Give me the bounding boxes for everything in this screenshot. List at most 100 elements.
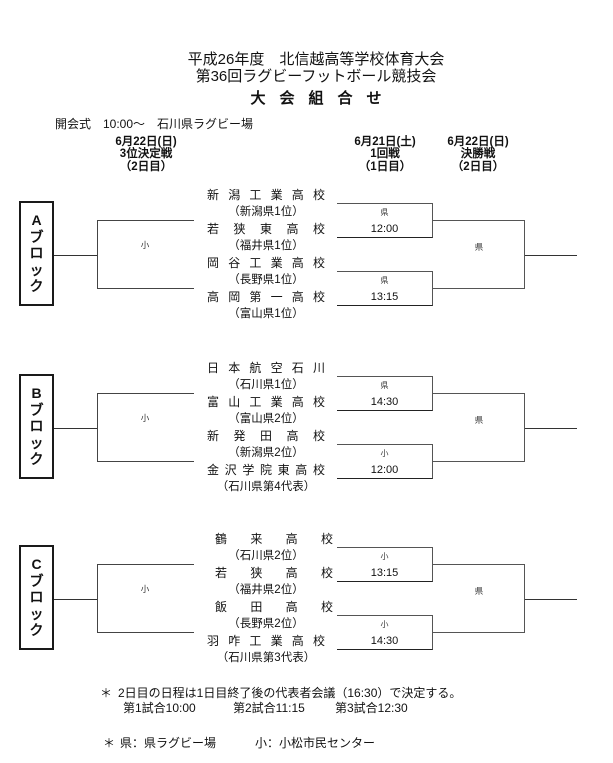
char: 石: [291, 361, 304, 375]
column-day: （2日目）: [119, 161, 173, 173]
char: 業: [270, 395, 283, 409]
team-name: 富山工業高校: [207, 395, 325, 409]
first-round-match-1: 県 14:30: [337, 376, 433, 411]
char: 飯: [215, 600, 228, 614]
char: 田: [259, 429, 272, 443]
char: 羽: [207, 634, 220, 648]
char: ブ: [29, 401, 44, 418]
char: 工: [249, 395, 262, 409]
char: 校: [312, 429, 325, 443]
char: 高: [291, 290, 304, 304]
char: 谷: [228, 256, 241, 270]
title-line-2: 第36回ラグビーフットボール競技会: [195, 68, 437, 85]
team-seed: （長野県2位）: [228, 618, 304, 630]
char: C: [31, 556, 42, 573]
char: 沢: [224, 463, 237, 477]
char: 岡: [207, 256, 220, 270]
venue-legend-ken: 県：県ラグビー場: [120, 736, 217, 750]
char: 高: [291, 395, 304, 409]
team-seed: （福井県1位）: [228, 240, 304, 252]
char: 校: [312, 222, 325, 236]
match-venue: 小: [380, 620, 389, 629]
char: ッ: [29, 434, 44, 451]
char: 空: [270, 361, 283, 375]
char: 来: [250, 532, 263, 546]
column-date: 6月22日(日): [115, 136, 177, 148]
char: ク: [29, 278, 44, 295]
match-venue: 小: [380, 552, 389, 561]
char: 高: [207, 290, 220, 304]
char: 高: [291, 188, 304, 202]
team-seed: （新潟県2位）: [228, 447, 304, 459]
match-time: 12:00: [370, 223, 399, 235]
team-seed: （石川県第3代表）: [216, 652, 316, 664]
column-day: （1日目）: [358, 161, 412, 173]
char: ロ: [29, 245, 44, 262]
char: 山: [228, 395, 241, 409]
final-bracket: [433, 220, 525, 289]
char: 高: [291, 256, 304, 270]
match-venue: 県: [380, 381, 389, 390]
team-name: 日本航空石川: [207, 361, 325, 375]
column-round: 決勝戦: [460, 148, 496, 160]
char: 富: [207, 395, 220, 409]
char: 工: [249, 256, 262, 270]
char: 高: [286, 222, 299, 236]
bracket-line: [54, 255, 97, 256]
team-seed: （富山県2位）: [228, 413, 304, 425]
team-seed: （石川県2位）: [228, 550, 304, 562]
char: 校: [312, 290, 325, 304]
char: ロ: [29, 418, 44, 435]
char: 業: [270, 188, 283, 202]
match-time: 14:30: [370, 635, 399, 647]
char: 新: [207, 429, 220, 443]
char: 狭: [233, 222, 246, 236]
final-venue: 県: [474, 415, 484, 425]
char: 日: [207, 361, 220, 375]
char: 狭: [250, 566, 263, 580]
column-date: 6月22日(日): [447, 136, 509, 148]
char: 本: [228, 361, 241, 375]
match-venue: 小: [380, 449, 389, 458]
char: 岡: [228, 290, 241, 304]
team-name: 高岡第一高校: [207, 290, 325, 304]
team-name: 羽咋工業高校: [207, 634, 325, 648]
first-round-match-1: 県 12:00: [337, 203, 433, 238]
char: 発: [233, 429, 246, 443]
char: 高: [286, 429, 299, 443]
char: 校: [312, 395, 325, 409]
third-place-bracket: [97, 393, 194, 462]
first-round-match-2: 小 14:30: [337, 615, 433, 650]
note-marker: ＊: [100, 686, 113, 700]
team-name: 新潟工業高校: [207, 188, 325, 202]
match-time: 13:15: [370, 291, 399, 303]
match-venue: 県: [380, 208, 389, 217]
final-venue: 県: [474, 242, 484, 252]
team-seed: （長野県1位）: [228, 274, 304, 286]
team-seed: （福井県2位）: [228, 584, 304, 596]
schedule-note: 2日目の日程は1日目終了後の代表者会議（16:30）で決定する。: [118, 686, 462, 700]
char: 高: [285, 600, 298, 614]
char: 高: [291, 634, 304, 648]
char: ッ: [29, 605, 44, 622]
char: 校: [320, 566, 333, 580]
char: 工: [249, 188, 262, 202]
third-place-venue: 小: [140, 584, 150, 594]
bracket-line: [54, 599, 97, 600]
char: 高: [295, 463, 308, 477]
char: 学: [242, 463, 255, 477]
match-time: 14:30: [370, 396, 399, 408]
first-round-match-1: 小 13:15: [337, 547, 433, 582]
schedule-game-3: 第3試合12:30: [335, 701, 408, 715]
final-bracket: [433, 564, 525, 633]
column-round: 1回戦: [370, 148, 400, 160]
team-name: 若狭高校: [207, 566, 341, 580]
third-place-venue: 小: [140, 413, 150, 423]
team-name: 若狭東高校: [207, 222, 325, 236]
char: 校: [320, 532, 333, 546]
